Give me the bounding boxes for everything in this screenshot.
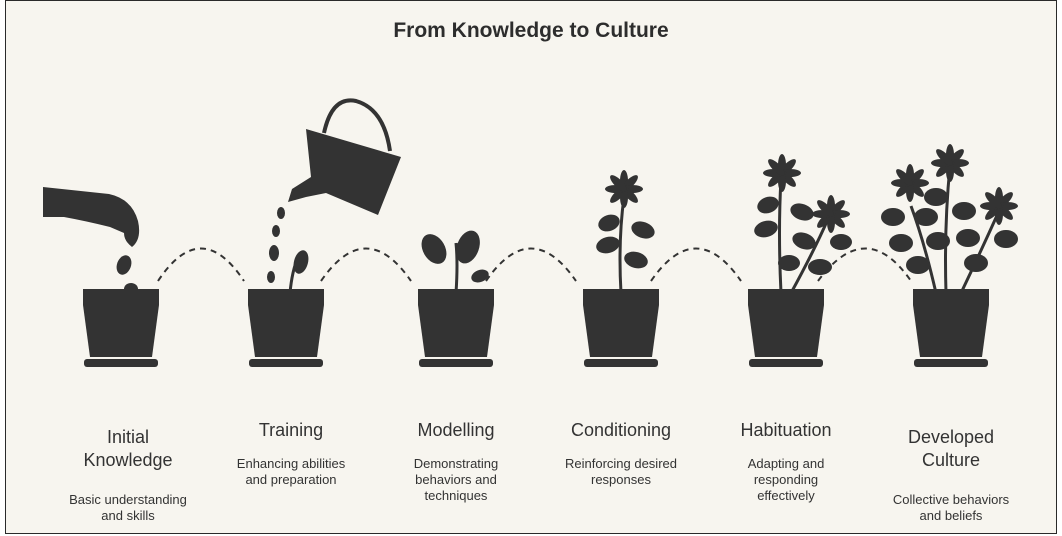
- hand-seeds-icon: [43, 187, 140, 295]
- stage-name: Initial Knowledge: [83, 427, 173, 470]
- pot-4: [583, 289, 659, 367]
- bushy-plant-icon: [754, 154, 852, 294]
- diagram-frame: From Knowledge to Culture: [5, 0, 1057, 534]
- seedling-icon: [421, 230, 489, 294]
- stage-habituation: Habituation Adapting and responding effe…: [701, 419, 871, 504]
- stage-name: Modelling: [417, 420, 495, 440]
- flowering-plant-icon: [596, 170, 655, 294]
- sprout-icon: [288, 250, 309, 294]
- stage-description: Collective behaviors and beliefs: [892, 492, 1010, 523]
- stage-modelling: Modelling Demonstrating behaviors and te…: [371, 419, 541, 504]
- pot-1: [83, 289, 159, 367]
- stage-name: Training: [258, 420, 324, 440]
- pot-3: [418, 289, 494, 367]
- stage-initial-knowledge: Initial Knowledge Basic understanding an…: [43, 426, 213, 524]
- stage-description: Enhancing abilities and preparation: [236, 456, 346, 487]
- stage-conditioning: Conditioning Reinforcing desired respons…: [536, 419, 706, 488]
- stage-description: Basic understanding and skills: [69, 492, 187, 523]
- full-plant-icon: [881, 144, 1018, 294]
- stage-training: Training Enhancing abilities and prepara…: [206, 419, 376, 488]
- stage-name: Habituation: [740, 420, 832, 440]
- pot-6: [913, 289, 989, 367]
- stage-description: Adapting and responding effectively: [747, 456, 825, 503]
- pot-2: [248, 289, 324, 367]
- watering-can-icon: [267, 98, 401, 283]
- stage-developed-culture: Developed Culture Collective behaviors a…: [866, 426, 1036, 524]
- stage-name: Developed Culture: [907, 427, 995, 470]
- stage-description: Reinforcing desired responses: [564, 456, 677, 487]
- stage-description: Demonstrating behaviors and techniques: [413, 456, 499, 503]
- stage-name: Conditioning: [570, 420, 672, 440]
- pot-5: [748, 289, 824, 367]
- diagram-title: From Knowledge to Culture: [393, 19, 669, 42]
- plant-growth-illustration: [43, 98, 1018, 367]
